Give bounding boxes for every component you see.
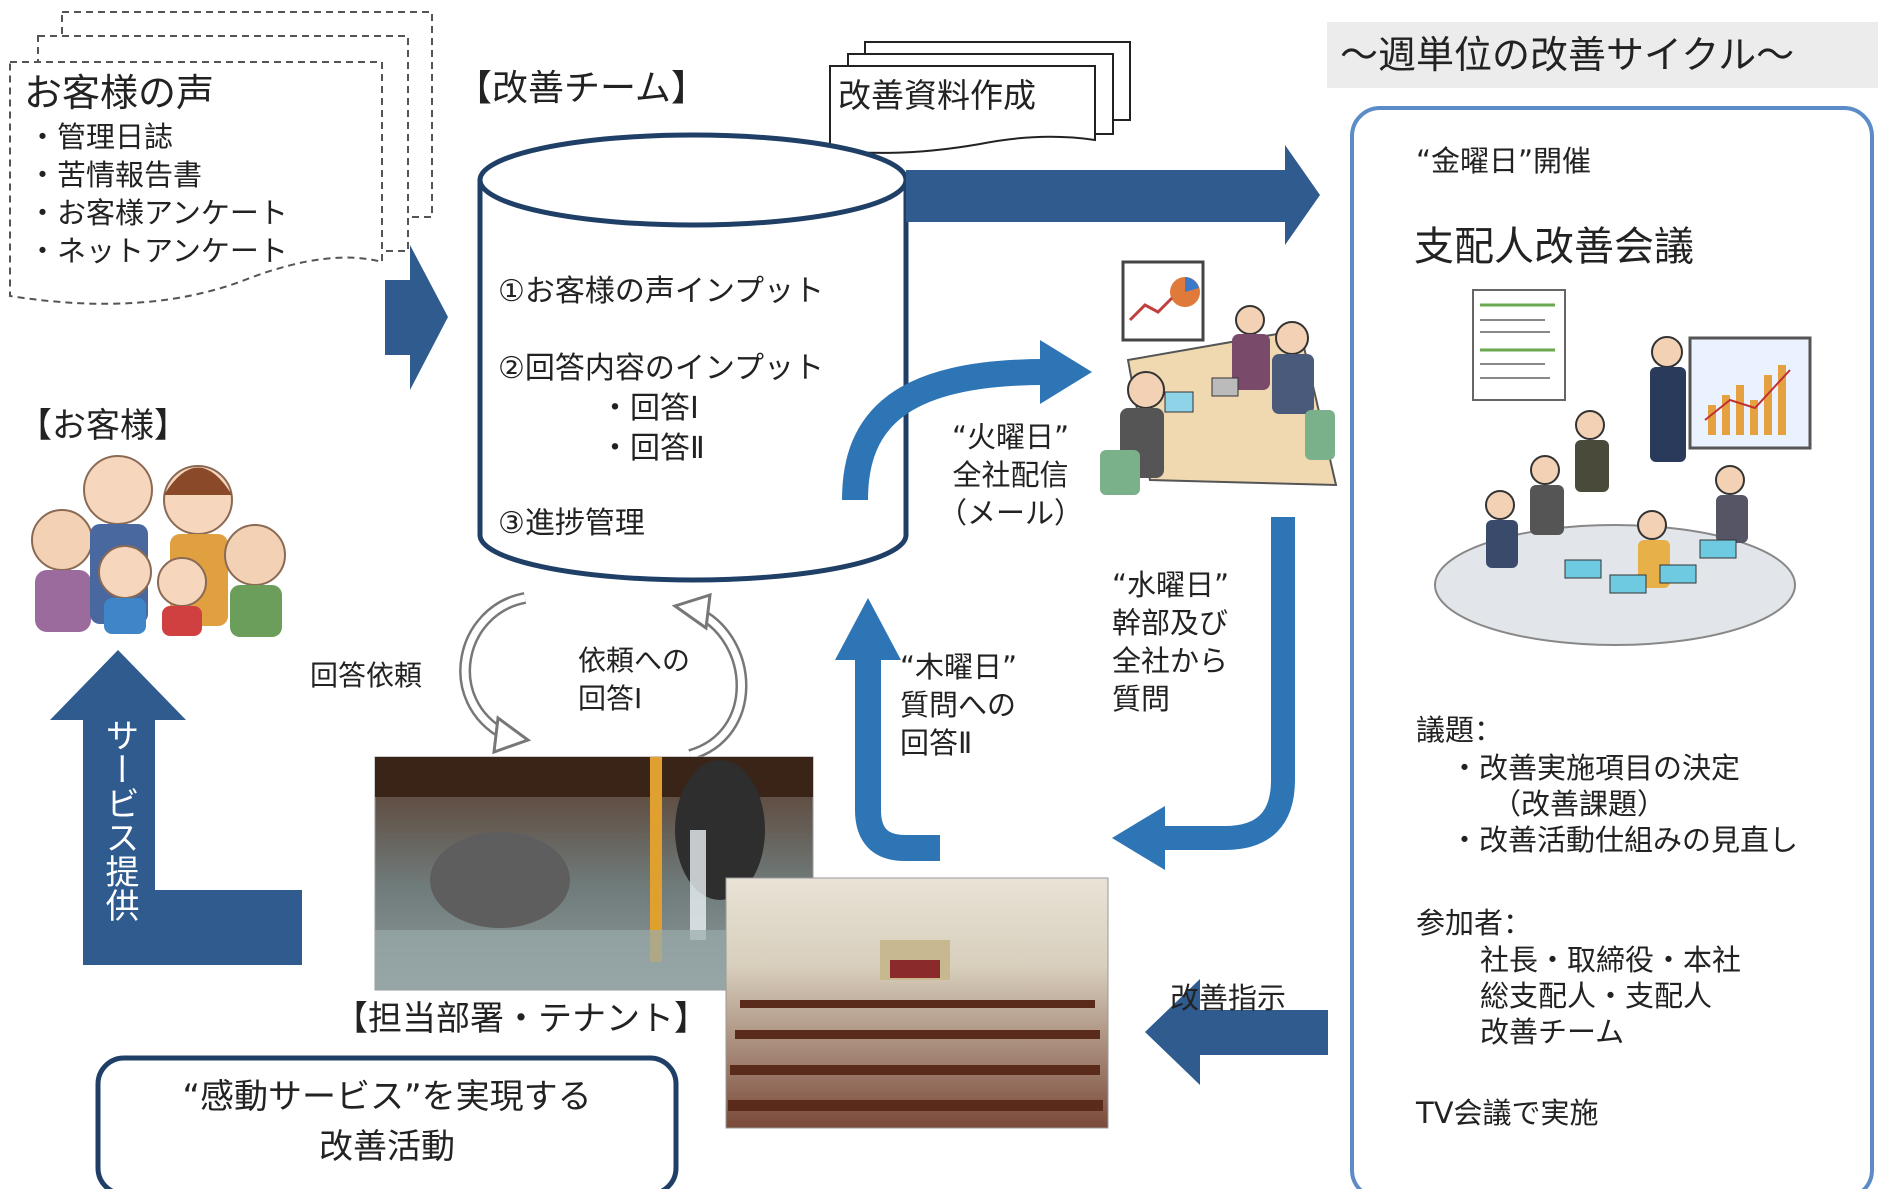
customer-voice-title: お客様の声 bbox=[24, 71, 215, 115]
tv-meeting-note: TV会議で実施 bbox=[1416, 1096, 1599, 1130]
tuesday-line: （メール） bbox=[938, 496, 1084, 530]
banquet-hall-photo bbox=[725, 877, 1109, 1129]
participant-item: 総支配人・支配人 bbox=[1480, 979, 1713, 1013]
wednesday-line: 幹部及び bbox=[1112, 606, 1229, 640]
db-step-1: ①お客様の声インプット bbox=[498, 274, 824, 309]
wednesday-arrow-icon bbox=[1112, 517, 1295, 870]
office-meeting-illustration bbox=[1100, 260, 1338, 495]
input-arrow-icon bbox=[385, 245, 448, 390]
answer-reply-line: 依頼への bbox=[578, 644, 691, 677]
slogan-box bbox=[95, 1055, 679, 1189]
db-step-2: ②回答内容のインプット bbox=[498, 351, 824, 386]
db-sub-2: ・回答Ⅱ bbox=[600, 431, 705, 466]
tuesday-line: 全社配信 bbox=[952, 458, 1069, 492]
participant-item: 社長・取締役・本社 bbox=[1480, 943, 1742, 977]
participants-list: 社長・取締役・本社 総支配人・支配人 改善チーム bbox=[1480, 942, 1741, 1050]
wednesday-line: 全社から bbox=[1112, 644, 1229, 678]
tuesday-arrow-icon bbox=[842, 340, 1092, 501]
tuesday-line: “火曜日” bbox=[951, 420, 1070, 454]
answer-reply-line: 回答Ⅰ bbox=[578, 682, 643, 715]
db-sub-1: ・回答Ⅰ bbox=[600, 391, 699, 426]
meeting-day: “金曜日”開催 bbox=[1416, 144, 1592, 178]
materials-label: 改善資料作成 bbox=[838, 76, 1036, 115]
customers-label: 【お客様】 bbox=[18, 406, 188, 446]
agenda-item: ・改善実施項目の決定 bbox=[1450, 751, 1741, 785]
thursday-line: 回答Ⅱ bbox=[900, 726, 973, 760]
participants-label: 参加者： bbox=[1416, 906, 1533, 940]
customer-voice-item: ・お客様アンケート bbox=[28, 196, 288, 230]
customer-voice-document-icon bbox=[9, 11, 433, 305]
customer-family-illustration bbox=[31, 455, 286, 637]
agenda-item: ・改善活動仕組みの見直し bbox=[1450, 823, 1799, 857]
participant-item: 改善チーム bbox=[1480, 1015, 1625, 1049]
slogan-text: “感動サービス”を実現する 改善活動 bbox=[98, 1072, 676, 1172]
materials-document-icon bbox=[829, 41, 1131, 154]
thursday-text: “木曜日” 質問への 回答Ⅱ bbox=[900, 648, 1017, 762]
service-label: サービス提供 bbox=[99, 718, 139, 922]
agenda-item: （改善課題） bbox=[1492, 787, 1667, 821]
dept-label: 【担当部署・テナント】 bbox=[334, 999, 708, 1039]
slogan-line: 改善活動 bbox=[319, 1127, 455, 1167]
customer-voice-item: ・管理日誌 bbox=[28, 120, 174, 154]
wednesday-text: “水曜日” 幹部及び 全社から 質問 bbox=[1112, 566, 1229, 718]
service-arrow-icon bbox=[50, 650, 302, 965]
instruction-arrow-icon bbox=[1145, 979, 1328, 1085]
customer-voice-list: ・管理日誌 ・苦情報告書 ・お客様アンケート ・ネットアンケート bbox=[28, 118, 288, 270]
thursday-line: 質問への bbox=[900, 688, 1017, 722]
meeting-title: 支配人改善会議 bbox=[1414, 224, 1694, 270]
customer-voice-item: ・苦情報告書 bbox=[28, 158, 203, 192]
wednesday-line: “水曜日” bbox=[1112, 568, 1230, 602]
cycle-title: ～週単位の改善サイクル～ bbox=[1340, 33, 1795, 77]
answer-reply-text: 依頼への 回答Ⅰ bbox=[578, 642, 690, 718]
database-cylinder-icon bbox=[477, 132, 909, 583]
db-to-meeting-arrow-icon bbox=[906, 145, 1320, 245]
customer-voice-item: ・ネットアンケート bbox=[28, 234, 288, 268]
thursday-arrow-icon bbox=[835, 598, 940, 861]
thursday-line: “木曜日” bbox=[900, 650, 1018, 684]
cycle-title-band bbox=[1327, 22, 1878, 88]
conference-room-illustration bbox=[1434, 289, 1812, 646]
team-label: 【改善チーム】 bbox=[456, 68, 707, 109]
agenda-list: ・改善実施項目の決定 （改善課題） ・改善活動仕組みの見直し bbox=[1450, 750, 1798, 858]
answer-cycle-arrows-icon bbox=[459, 592, 748, 761]
db-step-3: ③進捗管理 bbox=[498, 506, 645, 541]
wednesday-line: 質問 bbox=[1112, 682, 1171, 716]
agenda-label: 議題： bbox=[1416, 713, 1504, 747]
slogan-line: “感動サービス”を実現する bbox=[182, 1077, 592, 1117]
instruction-label: 改善指示 bbox=[1170, 981, 1287, 1015]
tuesday-text: “火曜日” 全社配信 （メール） bbox=[938, 418, 1083, 532]
answer-request-label: 回答依頼 bbox=[310, 659, 423, 692]
